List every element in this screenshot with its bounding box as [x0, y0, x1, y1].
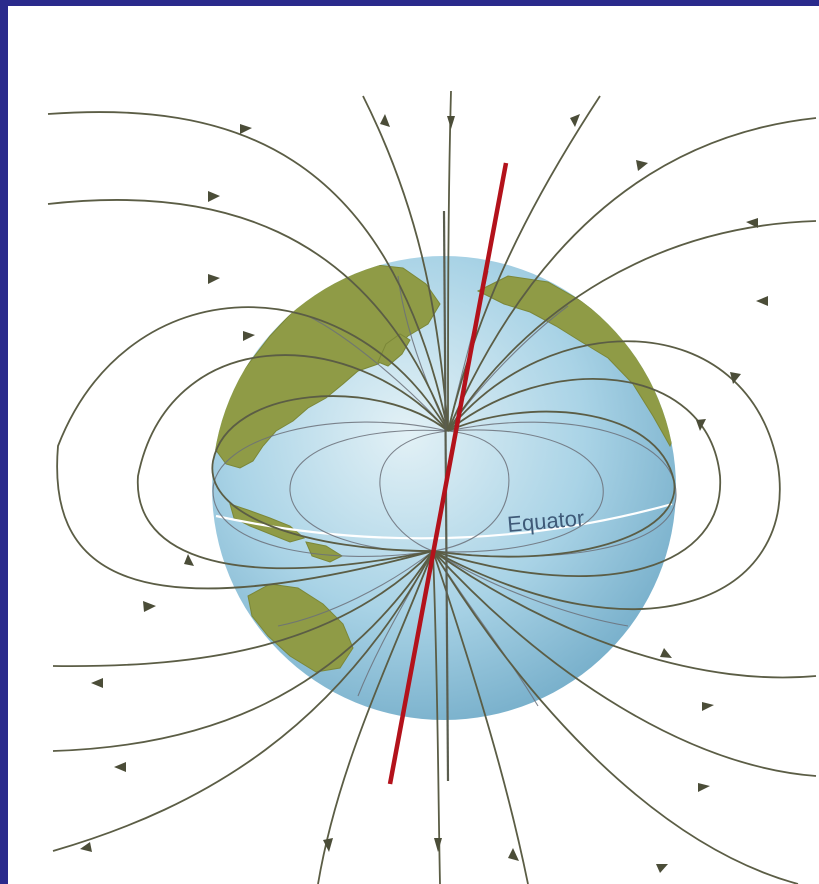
arrow-marker: [756, 296, 768, 306]
arrow-marker: [636, 160, 648, 171]
arrow-marker: [323, 838, 333, 852]
arrow-marker: [508, 848, 519, 861]
arrow-marker: [114, 762, 126, 772]
magnetic-axis: [387, 162, 509, 785]
field-direction-arrows: [80, 114, 768, 873]
arrow-marker: [447, 116, 455, 129]
arrow-marker: [143, 601, 156, 612]
arrow-marker: [656, 864, 668, 873]
arrow-marker: [570, 114, 580, 127]
arrow-marker: [730, 372, 741, 384]
arrow-marker: [702, 702, 714, 711]
arrow-marker: [91, 678, 103, 688]
diagram-frame: Equator: [8, 6, 819, 884]
arrow-marker: [660, 648, 672, 658]
arrow-marker: [80, 842, 92, 852]
arrow-marker: [240, 124, 252, 134]
arrow-marker: [208, 274, 220, 284]
arrow-marker: [698, 783, 710, 792]
arrow-marker: [184, 554, 194, 566]
arrow-marker: [380, 114, 390, 127]
arrow-marker: [243, 331, 255, 341]
arrow-marker: [746, 218, 758, 228]
arrow-marker: [208, 191, 220, 202]
earth-magnetic-field-diagram: Equator: [47, 90, 817, 884]
arrow-marker: [434, 838, 442, 852]
magnetic-field-lines: [47, 90, 817, 884]
arrow-marker: [696, 419, 706, 431]
north-america-landmass: [476, 275, 676, 448]
australia-landmass: [247, 583, 354, 673]
